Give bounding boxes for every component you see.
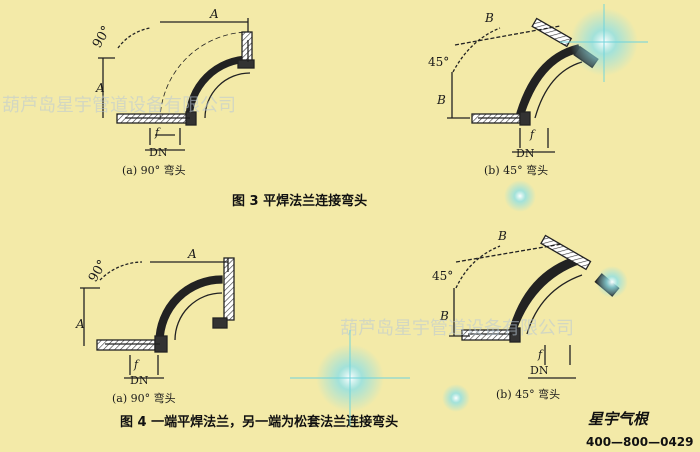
- fig4b-label: (b) 45° 弯头: [496, 387, 560, 401]
- sparkle-decoration: [290, 4, 648, 426]
- watermark-company-bottom: 葫芦岛星宇管道设备有限公司: [340, 318, 574, 339]
- fig4a-dim-DN: DN: [130, 374, 149, 387]
- fig4-caption: 图 4 一端平焊法兰，另一端为松套法兰连接弯头: [120, 414, 398, 430]
- fig3a-dim-A: A: [209, 7, 219, 21]
- fig3b-dim-f: f: [529, 128, 536, 141]
- fig3a-label: (a) 90° 弯头: [122, 163, 186, 177]
- fig3a-elbow: [98, 18, 255, 151]
- fig4a-dim-A-vertical: A: [75, 317, 85, 331]
- fig3b-dim-B: B: [484, 11, 494, 25]
- fig4a-angle: 90°: [86, 257, 111, 284]
- fig3b-dim-B-vertical: B: [436, 93, 446, 107]
- fig4b-dim-B-vertical: B: [439, 309, 449, 323]
- watermark-company-top: 葫芦岛星宇管道设备有限公司: [2, 95, 236, 116]
- fig4a-dim-f: f: [133, 358, 140, 371]
- fig3b-angle: 45°: [428, 55, 449, 69]
- fig3b-label: (b) 45° 弯头: [484, 163, 548, 177]
- fig3a-angle: 90°: [90, 23, 115, 50]
- fig3b-dim-DN: DN: [516, 147, 535, 160]
- fig4a-elbow: [80, 257, 235, 379]
- brand-logo-text: 星宇气根: [588, 410, 650, 428]
- phone-number: 400—800—0429: [586, 435, 694, 449]
- fig4b-dim-DN: DN: [530, 364, 549, 377]
- fig4b-elbow: [449, 234, 620, 379]
- fig4a-label: (a) 90° 弯头: [112, 391, 176, 405]
- fig3a-dim-f: f: [154, 126, 161, 139]
- fig4a-dim-A: A: [187, 247, 197, 261]
- fig4b-dim-B: B: [497, 229, 507, 243]
- fig3a-dim-DN: DN: [149, 146, 168, 159]
- fig4b-angle: 45°: [432, 269, 453, 283]
- fig3-caption: 图 3 平焊法兰连接弯头: [232, 193, 367, 209]
- fig4b-dim-f: f: [537, 348, 544, 361]
- fig3a-dim-A-vertical: A: [95, 81, 105, 95]
